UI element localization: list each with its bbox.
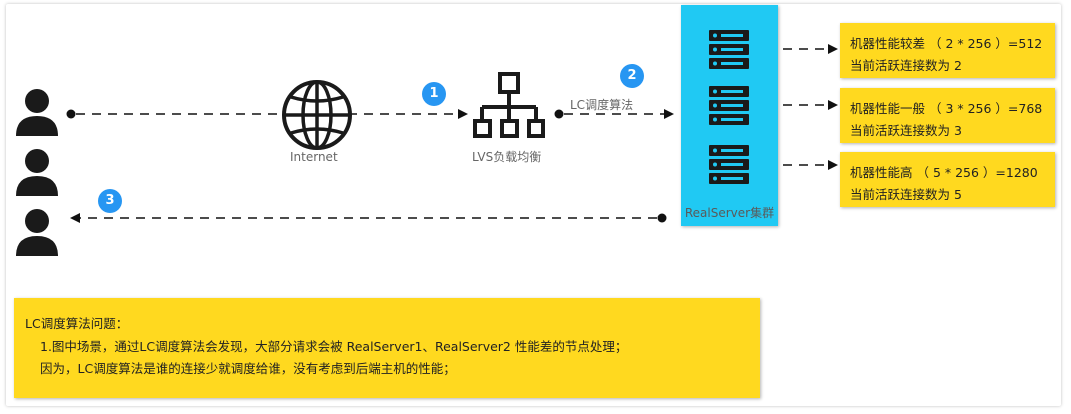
lc-problem-note: LC调度算法问题： 1.图中场景，通过LC调度算法会发现，大部分请求会被 Rea… [14, 298, 760, 398]
step-badge-1: 1 [422, 82, 446, 106]
server-3-capacity: 机器性能高 （ 5 * 256 ）=1280 [850, 165, 1038, 180]
user-icon [16, 89, 58, 136]
server-1-capacity: 机器性能较差 （ 2 * 256 ）=512 [850, 36, 1043, 51]
note-line-2: 因为，LC调度算法是谁的连接少就调度给谁，没有考虑到后端主机的性能； [40, 361, 456, 376]
globe-icon [282, 80, 352, 150]
server-1-info: 机器性能较差 （ 2 * 256 ）=512 当前活跃连接数为 2 [840, 23, 1055, 78]
lc-algorithm-label: LC调度算法 [570, 98, 634, 112]
note-title: LC调度算法问题： [25, 316, 129, 331]
network-icon [473, 72, 545, 138]
lvs-label: LVS负载均衡 [472, 150, 542, 164]
internet-label: Internet [290, 150, 338, 164]
server-icon [709, 86, 749, 125]
server-3-connections: 当前活跃连接数为 5 [850, 187, 962, 202]
server-3-info: 机器性能高 （ 5 * 256 ）=1280 当前活跃连接数为 5 [840, 152, 1055, 207]
cluster-label: RealServer集群 [684, 206, 775, 220]
realserver-cluster: RealServer集群 [681, 5, 778, 226]
server-1-connections: 当前活跃连接数为 2 [850, 58, 962, 73]
note-line-1: 1.图中场景，通过LC调度算法会发现，大部分请求会被 RealServer1、R… [40, 339, 628, 354]
server-2-info: 机器性能一般 （ 3 * 256 ）=768 当前活跃连接数为 3 [840, 88, 1055, 143]
client-connector-dot [66, 109, 76, 119]
step-badge-3: 3 [98, 189, 122, 213]
server-2-connections: 当前活跃连接数为 3 [850, 123, 962, 138]
user-icon [16, 149, 58, 196]
cluster-return-dot [657, 213, 667, 223]
server-icon [709, 30, 749, 69]
server-icon [709, 145, 749, 184]
user-icon [16, 209, 58, 256]
step-badge-2: 2 [620, 64, 644, 88]
lvs-connector-dot [554, 109, 564, 119]
server-2-capacity: 机器性能一般 （ 3 * 256 ）=768 [850, 101, 1043, 116]
